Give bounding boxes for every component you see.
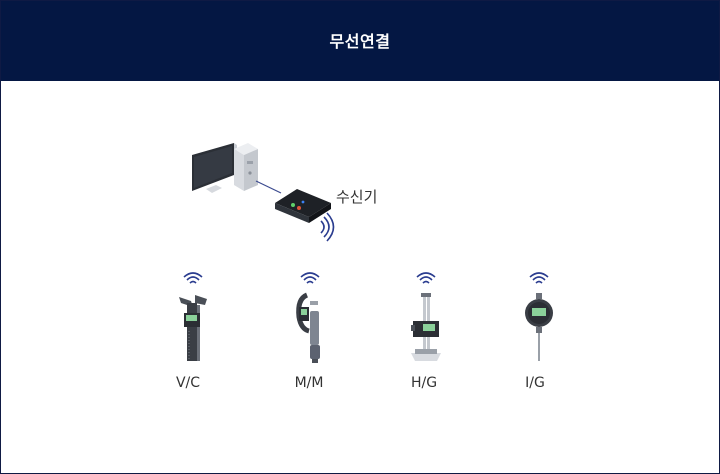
device-label-mm: M/M <box>294 375 324 391</box>
wifi-icon <box>529 272 549 284</box>
device-label-ig: I/G <box>525 375 545 391</box>
wifi-icon <box>300 272 320 284</box>
wifi-icon <box>416 272 436 284</box>
receiver-icon <box>275 189 335 242</box>
vernier-caliper-icon <box>179 295 207 361</box>
device-label-vc: V/C <box>175 375 201 391</box>
computer-icon <box>192 143 282 194</box>
wifi-icon <box>183 272 203 284</box>
micrometer-icon <box>296 292 320 363</box>
receiver-label: 수신기 <box>336 188 378 206</box>
page-title: 무선연결 <box>329 32 391 51</box>
header-bar: 무선연결 <box>1 1 719 81</box>
height-gauge-icon <box>411 293 441 361</box>
device-label-hg: H/G <box>410 375 438 391</box>
indicator-gauge-icon <box>525 293 553 361</box>
